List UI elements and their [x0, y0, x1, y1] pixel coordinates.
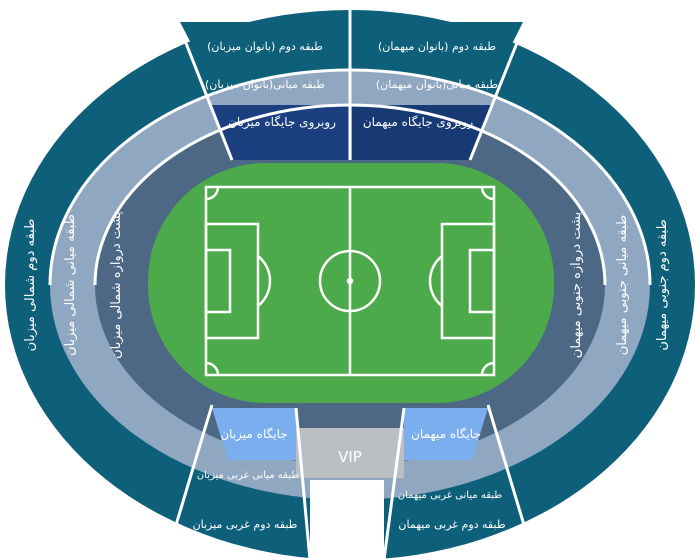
label-north-outer: طبقه دوم شمالی میزبان [23, 219, 38, 352]
section-separators [48, 0, 652, 560]
pitch-lines [204, 185, 496, 377]
section-vip[interactable] [296, 428, 404, 478]
label-bottom-right-outer: طبقه دوم غربی میهمان [398, 518, 505, 531]
label-bottom-left-middle: طبقه میانی غربی میزبان [197, 470, 299, 481]
label-north-middle: طبقه میانی شمالی میزبان [63, 214, 78, 356]
label-south-inner: پشت دروازه جنوبی میهمان [569, 211, 584, 358]
section-bottom-left-stand[interactable] [212, 408, 296, 460]
label-bottom-left-stand: جایگاه میزبان [220, 427, 287, 442]
label-top-right-inner: روبروی جایگاه میهمان [363, 115, 474, 130]
label-bottom-left-outer: طبقه دوم غربی میزبان [193, 518, 298, 531]
label-bottom-right-middle: طبقه میانی غربی میهمان [398, 490, 503, 501]
section-bottom-right-stand[interactable] [404, 408, 488, 460]
label-top-left-middle: طبقه میانی(بانوان میزبان) [205, 78, 325, 91]
section-top-left-outer[interactable] [180, 22, 351, 76]
label-top-right-outer: طبقه دوم (بانوان میهمان) [378, 40, 496, 53]
bottom-left-gap [310, 480, 384, 560]
section-top-right-outer[interactable] [352, 22, 523, 76]
label-south-outer: طبقه دوم جنوبی میهمان [655, 219, 670, 350]
section-top-right-inner[interactable] [352, 105, 492, 160]
label-bottom-right-stand: جایگاه میهمان [411, 427, 481, 441]
label-top-right-middle: طبقه میانی(بانوان میهمان) [376, 78, 499, 91]
label-top-left-outer: طبقه دوم (بانوان میزبان) [207, 40, 323, 53]
label-north-inner: پشت دروازه شمالی میزبان [109, 211, 124, 359]
label-vip: VIP [338, 448, 362, 466]
label-south-middle: طبقه میانی جنوبی میهمان [615, 215, 630, 356]
section-top-left-inner[interactable] [210, 105, 350, 160]
label-top-left-inner: روبروی جایگاه میزبان [228, 115, 336, 130]
